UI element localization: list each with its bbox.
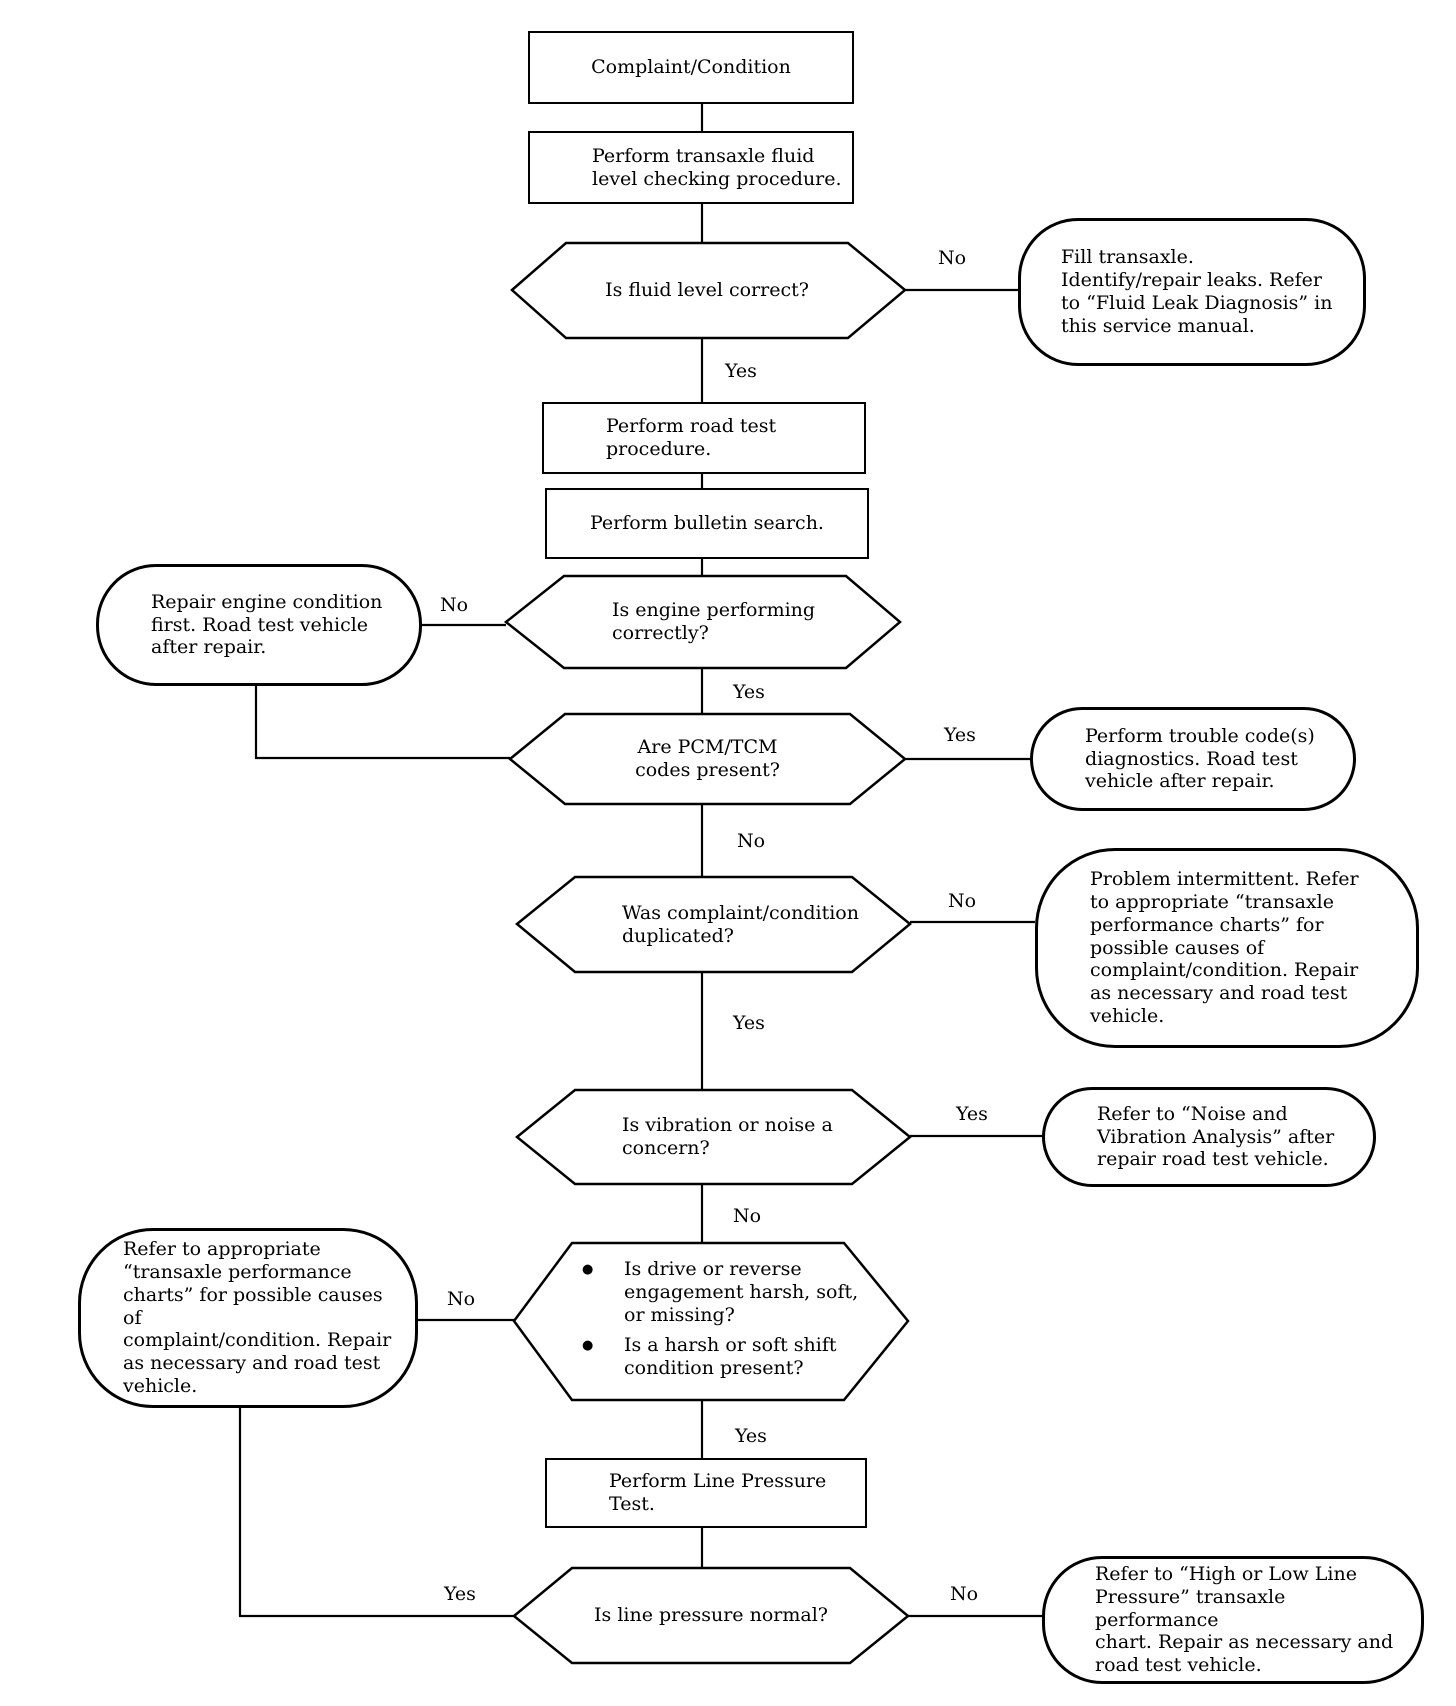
fluid-check-box: Perform transaxle fluid level checking p…: [528, 131, 854, 204]
decision-codes-present: [508, 712, 907, 806]
line-pressure-test-text: Perform Line Pressure Test.: [609, 1470, 827, 1515]
intermittent-terminal: Problem intermittent. Refer to appropria…: [1035, 848, 1419, 1048]
codes-present-question: Are PCM/TCM codes present?: [635, 736, 780, 781]
label-engagement-no: No: [447, 1288, 476, 1310]
label-fluid-no: No: [938, 247, 967, 269]
noise-vibration-terminal: Refer to “Noise and Vibration Analysis” …: [1042, 1087, 1376, 1187]
decision-line-pressure: [512, 1566, 910, 1665]
duplicated-question: Was complaint/condition duplicated?: [622, 901, 859, 947]
decision-duplicated: [515, 875, 912, 974]
fill-transaxle-terminal: Fill transaxle. Identify/repair leaks. R…: [1018, 218, 1366, 366]
bullet-engagement: Is drive or reverse engagement harsh, so…: [582, 1258, 858, 1326]
bulletin-search-text: Perform bulletin search.: [590, 512, 824, 535]
line-pressure-question: Is line pressure normal?: [594, 1604, 828, 1627]
label-vibration-no: No: [733, 1205, 762, 1227]
label-engagement-yes: Yes: [735, 1425, 767, 1447]
road-test-box: Perform road test procedure.: [542, 402, 866, 474]
decision-engine-performing: [503, 574, 902, 670]
fluid-level-question: Is fluid level correct?: [605, 279, 809, 302]
engine-performing-question: Is engine performing correctly?: [612, 599, 816, 644]
vibration-noise-question: Is vibration or noise a concern?: [622, 1114, 833, 1159]
label-codes-yes: Yes: [944, 724, 976, 746]
line-pressure-test-box: Perform Line Pressure Test.: [545, 1458, 867, 1528]
complaint-condition-box: Complaint/Condition: [528, 31, 854, 104]
label-vibration-yes: Yes: [956, 1103, 988, 1125]
engagement-shift-question: Is drive or reverse engagement harsh, so…: [582, 1253, 872, 1393]
complaint-condition-text: Complaint/Condition: [591, 56, 791, 79]
label-engine-no: No: [440, 594, 469, 616]
label-fluid-yes: Yes: [725, 360, 757, 382]
trouble-codes-terminal: Perform trouble code(s) diagnostics. Roa…: [1030, 707, 1356, 811]
engagement-shift-bullets: Is drive or reverse engagement harsh, so…: [582, 1258, 858, 1388]
decision-fluid-level: [510, 241, 907, 340]
fluid-check-text: Perform transaxle fluid level checking p…: [592, 144, 842, 190]
road-test-text: Perform road test procedure.: [606, 415, 777, 460]
label-engine-yes: Yes: [733, 681, 765, 703]
performance-charts-terminal: Refer to appropriate “transaxle performa…: [78, 1228, 418, 1408]
label-duplicated-yes: Yes: [733, 1012, 765, 1034]
high-low-pressure-terminal: Refer to “High or Low Line Pressure” tra…: [1042, 1556, 1424, 1684]
label-line-pressure-no: No: [950, 1583, 979, 1605]
bulletin-search-box: Perform bulletin search.: [545, 488, 869, 559]
connector-perf-charts-return: [238, 1408, 514, 1618]
decision-vibration-noise: [515, 1088, 912, 1186]
label-codes-no: No: [737, 830, 766, 852]
connector-repair-engine-return: [254, 686, 510, 760]
label-line-pressure-yes: Yes: [444, 1583, 476, 1605]
label-duplicated-no: No: [948, 890, 977, 912]
bullet-shift: Is a harsh or soft shift condition prese…: [582, 1334, 858, 1380]
repair-engine-terminal: Repair engine condition first. Road test…: [96, 564, 422, 686]
